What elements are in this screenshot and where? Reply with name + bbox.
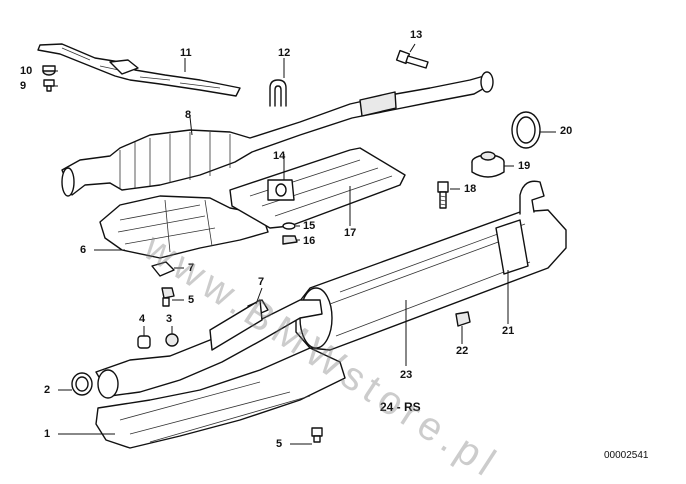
variant-note: 24 - RS xyxy=(380,400,421,414)
rubber-mount xyxy=(471,151,505,178)
bolt xyxy=(43,79,55,92)
clip-nut-upper xyxy=(151,261,175,277)
callout-21: 21 xyxy=(502,325,515,337)
hex-nut xyxy=(282,235,298,245)
spring-nut xyxy=(165,333,179,347)
leader-lines xyxy=(44,43,556,445)
clamp-bracket xyxy=(267,179,295,201)
sleeve-nut xyxy=(137,335,151,349)
callout-5: 5 xyxy=(188,294,195,306)
callout-19: 19 xyxy=(518,160,531,172)
callout-7: 7 xyxy=(188,262,195,274)
washer xyxy=(282,222,296,230)
callout-12: 12 xyxy=(278,47,291,59)
callout-8: 8 xyxy=(185,109,192,121)
callout-3: 3 xyxy=(166,313,173,325)
callout-2: 2 xyxy=(44,384,51,396)
drawing-number: 00002541 xyxy=(604,450,649,461)
u-bolt xyxy=(269,79,287,107)
callout-20: 20 xyxy=(560,125,573,137)
front-heat-shield xyxy=(95,347,346,449)
flange-bolt xyxy=(395,49,429,69)
callout-9: 9 xyxy=(20,80,27,92)
front-pipe-catalytic-converter xyxy=(61,71,494,197)
bolt-lower xyxy=(311,427,323,443)
callout-5-lower: 5 xyxy=(276,438,283,450)
callout-4: 4 xyxy=(139,313,146,325)
callout-23: 23 xyxy=(400,369,413,381)
callout-17: 17 xyxy=(344,227,357,239)
callout-15: 15 xyxy=(303,220,316,232)
callout-1: 1 xyxy=(44,428,51,440)
callout-14: 14 xyxy=(273,150,286,162)
callout-18: 18 xyxy=(464,183,477,195)
rear-nut xyxy=(455,311,471,327)
callout-11: 11 xyxy=(180,47,192,59)
callout-16: 16 xyxy=(303,235,316,247)
bolt-upper xyxy=(161,287,175,307)
callout-7-lower: 7 xyxy=(258,276,265,288)
mount-bolt xyxy=(437,181,449,209)
heat-shield-strip xyxy=(37,43,241,97)
gasket-ring xyxy=(511,111,541,149)
front-exhaust-pipe xyxy=(95,299,323,399)
callout-10: 10 xyxy=(20,65,33,77)
front-gasket xyxy=(71,372,93,396)
callout-22: 22 xyxy=(456,345,469,357)
heat-shield-channel xyxy=(229,147,406,229)
callout-6: 6 xyxy=(80,244,87,256)
callout-13: 13 xyxy=(410,29,423,41)
